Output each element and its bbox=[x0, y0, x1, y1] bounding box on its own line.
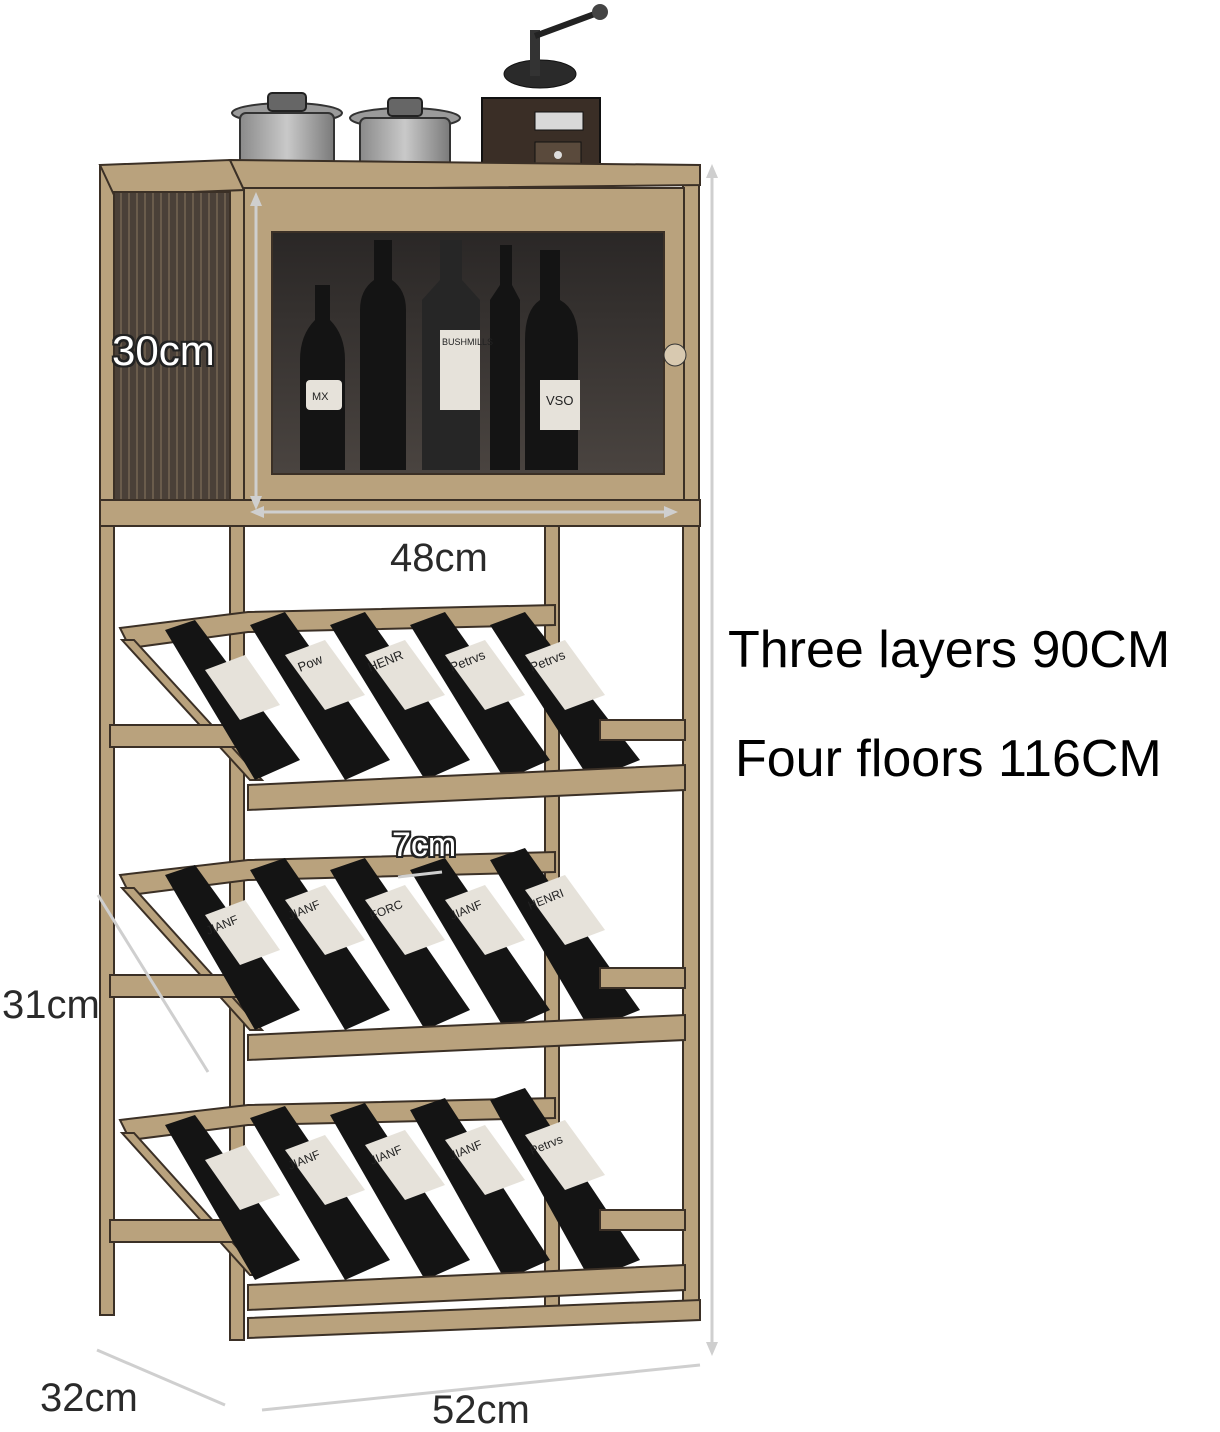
four-floors-height: Four floors 116CM bbox=[735, 730, 1162, 788]
arrow-heads bbox=[250, 164, 718, 1356]
coffee-grinder-icon bbox=[481, 4, 608, 179]
bottle-gap-arrow bbox=[397, 870, 443, 879]
cabinet-label-3: VSO bbox=[546, 393, 573, 408]
cabinet-width-label: 48cm bbox=[390, 536, 488, 580]
cabinet-label-1: MX bbox=[312, 391, 329, 403]
cabinet-label-2: BUSHMILLS bbox=[442, 337, 493, 347]
shelf-depth-label: 31cm bbox=[2, 983, 100, 1027]
base-width-label: 52cm bbox=[432, 1388, 530, 1432]
rack-base bbox=[247, 1298, 701, 1340]
bottle-gap-label: 7cm bbox=[392, 826, 457, 864]
shelf-1 bbox=[109, 603, 686, 812]
top-items bbox=[231, 4, 608, 180]
base-width-arrow bbox=[261, 1363, 701, 1412]
base-depth-label: 32cm bbox=[40, 1376, 138, 1420]
cabinet-height-label: 30cm bbox=[112, 327, 215, 374]
three-layers-height: Three layers 90CM bbox=[728, 621, 1171, 679]
base-depth-arrow bbox=[96, 1348, 226, 1407]
shelf-2 bbox=[109, 848, 686, 1062]
dimension-arrows bbox=[96, 170, 714, 1412]
shelf-3 bbox=[109, 1088, 686, 1312]
shelf-depth-arrow bbox=[96, 894, 210, 1073]
cabinet-labels bbox=[306, 330, 580, 430]
